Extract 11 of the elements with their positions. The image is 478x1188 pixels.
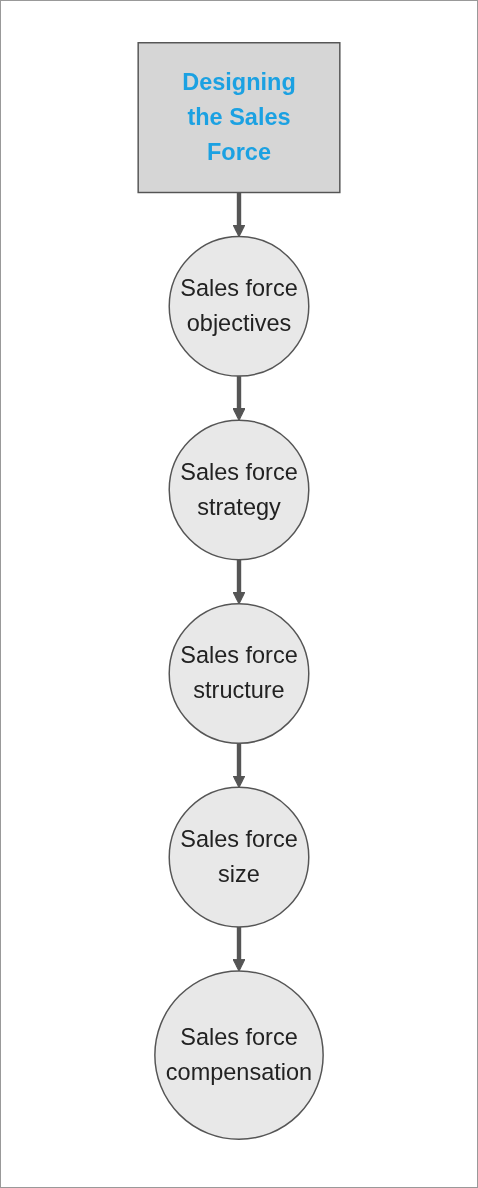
node-circle: Sales force strategy: [168, 419, 310, 561]
arrow: [232, 192, 246, 238]
node-circle: Sales force compensation: [154, 970, 324, 1140]
node-box: Designing the Sales Force: [137, 42, 341, 194]
arrow: [232, 559, 246, 605]
arrow: [232, 376, 246, 421]
node-circle: Sales force size: [168, 786, 310, 928]
node-circle: Sales force objectives: [168, 235, 310, 377]
arrow: [232, 743, 246, 788]
node-circle: Sales force structure: [168, 603, 310, 745]
arrow: [232, 926, 246, 972]
